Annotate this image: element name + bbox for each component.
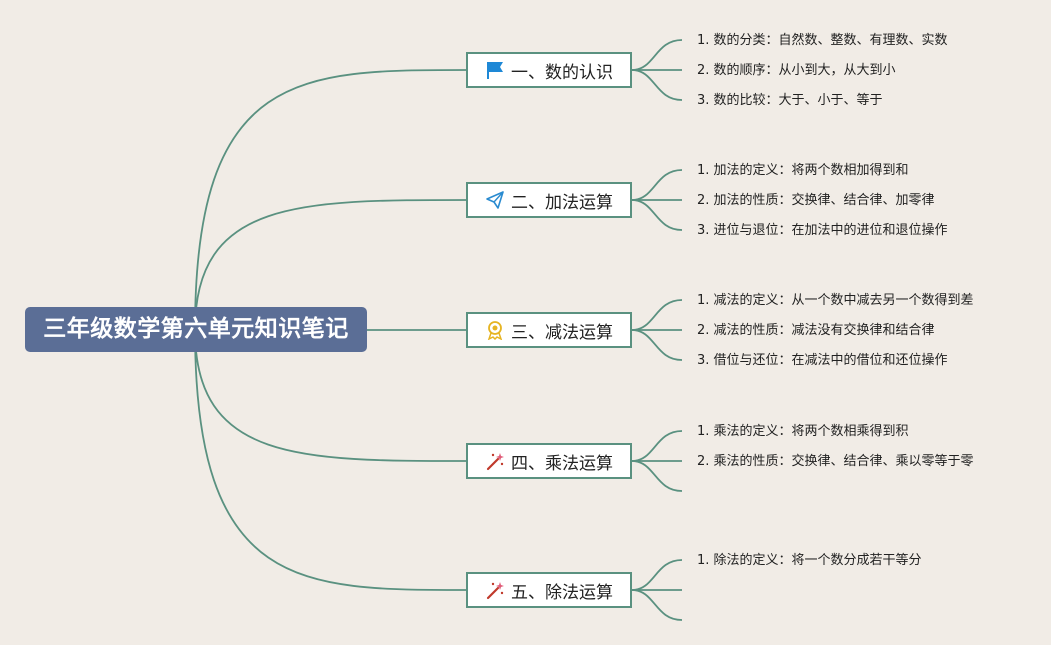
paper-plane-icon [485, 190, 505, 210]
leaf-connector [631, 69, 683, 101]
branch-topic-4[interactable]: 四、乘法运算 [466, 443, 632, 479]
root-branch-connector [194, 329, 467, 591]
leaf-connector [631, 460, 683, 492]
root-branch-connector [194, 329, 467, 462]
leaf-item[interactable]: 2. 减法的性质：减法没有交换律和结合律 [697, 323, 935, 338]
magic-wand-icon [485, 580, 505, 600]
leaf-connector [631, 559, 683, 591]
leaf-connector [631, 589, 683, 621]
leaf-item[interactable]: 1. 除法的定义：将一个数分成若干等分 [697, 553, 922, 568]
root-topic[interactable]: 三年级数学第六单元知识笔记 [25, 307, 367, 352]
leaf-item[interactable]: 3. 进位与退位：在加法中的进位和退位操作 [697, 223, 948, 238]
leaf-item[interactable]: 1. 减法的定义：从一个数中减去另一个数得到差 [697, 293, 974, 308]
leaf-item[interactable]: 1. 乘法的定义：将两个数相乘得到积 [697, 424, 909, 439]
leaf-item[interactable]: 3. 数的比较：大于、小于、等于 [697, 93, 883, 108]
branch-topic-3[interactable]: 三、减法运算 [466, 312, 632, 348]
leaf-item[interactable]: 1. 加法的定义：将两个数相加得到和 [697, 163, 909, 178]
branch-topic-5[interactable]: 五、除法运算 [466, 572, 632, 608]
leaf-connector [631, 430, 683, 462]
leaf-item[interactable]: 3. 借位与还位：在减法中的借位和还位操作 [697, 353, 948, 368]
leaf-connector [631, 39, 683, 71]
leaf-item[interactable]: 2. 数的顺序：从小到大，从大到小 [697, 63, 896, 78]
leaf-item[interactable]: 1. 数的分类：自然数、整数、有理数、实数 [697, 33, 948, 48]
leaf-connector [631, 169, 683, 201]
root-branch-connector [194, 69, 467, 331]
leaf-connector [631, 199, 683, 231]
branch-topic-1[interactable]: 一、数的认识 [466, 52, 632, 88]
branch-label: 一、数的认识 [511, 62, 613, 83]
leaf-item[interactable]: 2. 加法的性质：交换律、结合律、加零律 [697, 193, 935, 208]
branch-label: 五、除法运算 [511, 582, 613, 603]
root-branch-connector [194, 199, 467, 331]
leaf-connector [631, 329, 683, 361]
branch-label: 四、乘法运算 [511, 453, 613, 474]
branch-label: 二、加法运算 [511, 192, 613, 213]
branch-topic-2[interactable]: 二、加法运算 [466, 182, 632, 218]
magic-wand-icon [485, 451, 505, 471]
leaf-item[interactable]: 2. 乘法的性质：交换律、结合律、乘以零等于零 [697, 454, 974, 469]
award-ribbon-icon [485, 320, 505, 340]
leaf-connector [631, 299, 683, 331]
branch-label: 三、减法运算 [511, 322, 613, 343]
flag-icon [485, 60, 505, 80]
